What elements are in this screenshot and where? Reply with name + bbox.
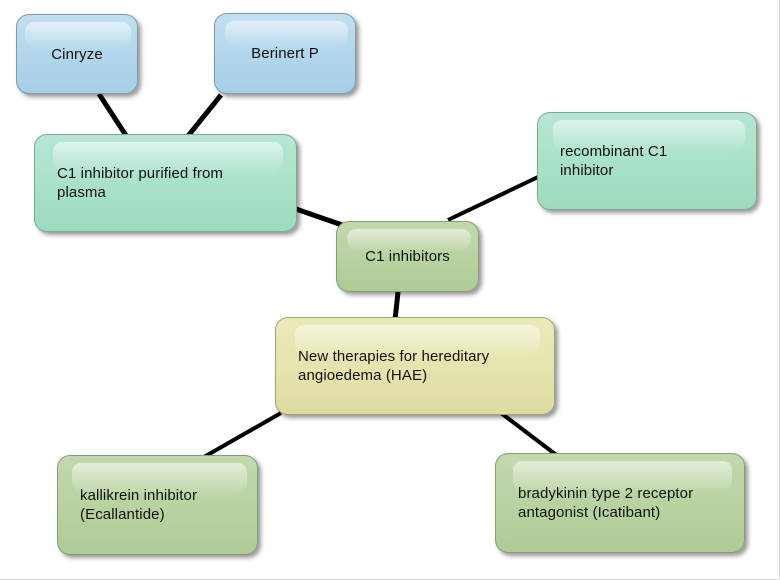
node-label-kallikrein-inhibitor-ecallantide: kallikrein inhibitor (Ecallantide) bbox=[80, 487, 198, 523]
node-label-recombinant-c1-inhibitor: recombinant C1 inhibitor bbox=[560, 143, 668, 179]
node-label-cinryze: Cinryze bbox=[51, 45, 103, 63]
node-recombinant-c1-inhibitor[interactable]: recombinant C1 inhibitor bbox=[537, 112, 757, 210]
node-berinert-p[interactable]: Berinert P bbox=[214, 13, 356, 94]
edge-purified-to-c1 bbox=[295, 206, 346, 229]
node-label-new-therapies-hae: New therapies for hereditary angioedema … bbox=[298, 348, 490, 384]
node-label-c1-inhibitors: C1 inhibitors bbox=[365, 248, 450, 265]
node-label-bradykinin-type-2-receptor-antagonist-icatibant: bradykinin type 2 receptor antagonist (I… bbox=[518, 485, 694, 521]
node-bradykinin-type-2-receptor-antagonist-icatibant[interactable]: bradykinin type 2 receptor antagonist (I… bbox=[495, 453, 745, 553]
edge-c1-to-hae bbox=[392, 291, 401, 321]
node-new-therapies-hae[interactable]: New therapies for hereditary angioedema … bbox=[275, 317, 555, 415]
node-c1-inhibitors[interactable]: C1 inhibitors bbox=[336, 221, 479, 292]
node-label-c1-inhibitor-purified-from-plasma: C1 inhibitor purified from plasma bbox=[57, 165, 224, 201]
node-kallikrein-inhibitor-ecallantide[interactable]: kallikrein inhibitor (Ecallantide) bbox=[57, 455, 258, 555]
edge-cinryze-to-purified bbox=[96, 92, 130, 139]
node-c1-inhibitor-purified-from-plasma[interactable]: C1 inhibitor purified from plasma bbox=[34, 134, 297, 232]
node-label-berinert-p: Berinert P bbox=[251, 45, 319, 62]
edge-hae-to-kallikrein bbox=[203, 411, 282, 459]
edge-recombinant-to-c1 bbox=[447, 175, 539, 222]
edge-hae-to-bradykinin bbox=[499, 411, 561, 459]
edge-berinert-to-purified bbox=[186, 93, 223, 138]
node-cinryze[interactable]: Cinryze bbox=[16, 14, 138, 94]
